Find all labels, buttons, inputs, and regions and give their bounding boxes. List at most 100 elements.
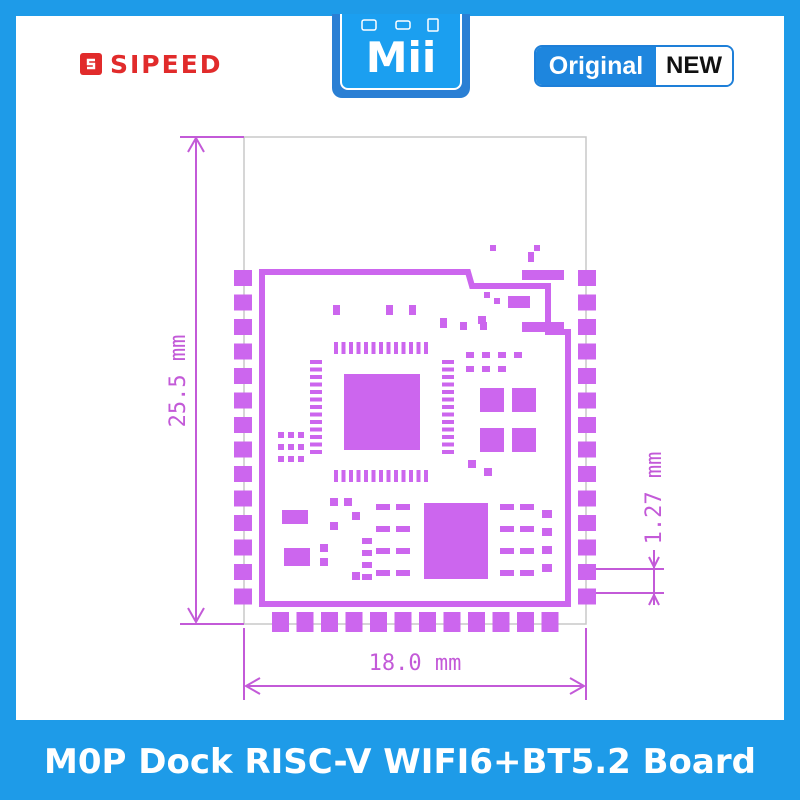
- passive-pad: [484, 468, 492, 476]
- soc-pin: [442, 412, 454, 417]
- edge-pad-right: [578, 490, 596, 507]
- passive-pad: [466, 352, 474, 358]
- soc-pin: [442, 360, 454, 364]
- array-pad: [376, 526, 390, 532]
- array-pad: [396, 526, 410, 532]
- soc-pin: [379, 470, 383, 482]
- array-pad: [520, 526, 534, 532]
- rf-pad: [480, 388, 504, 412]
- passive-pad: [514, 352, 522, 358]
- edge-pad-left: [234, 564, 252, 580]
- soc-pin: [386, 470, 391, 482]
- edge-pad-right: [578, 441, 596, 458]
- height-label: 25.5 mm: [166, 335, 191, 428]
- soc-pin: [310, 375, 322, 379]
- edge-pad-bottom: [370, 612, 387, 632]
- soc-pin: [442, 367, 454, 372]
- soc-pin: [386, 342, 391, 354]
- flash-chip: [424, 503, 488, 579]
- soc-pin: [401, 470, 406, 482]
- brand-name: SIPEED: [110, 49, 223, 79]
- passive-pad: [298, 456, 304, 462]
- antenna-pad: [508, 296, 530, 308]
- pitch-dimension: [596, 550, 664, 606]
- passive-pad: [330, 522, 338, 530]
- passive-pad: [330, 498, 338, 506]
- capacitor-pad: [282, 510, 308, 524]
- small-pad: [478, 316, 486, 324]
- soc-pin: [442, 397, 454, 402]
- edge-pad-right: [578, 294, 596, 311]
- passive-pad: [498, 352, 506, 358]
- soc-pin: [394, 470, 398, 482]
- soc-pin: [310, 435, 322, 439]
- edge-pad-bottom: [541, 612, 559, 632]
- soc-pin: [409, 342, 413, 354]
- passive-pad: [288, 456, 294, 462]
- passive-pad: [440, 318, 447, 328]
- soc-pin: [310, 412, 322, 417]
- height-dimension: [180, 135, 244, 625]
- soc-pin: [310, 442, 322, 447]
- array-pad: [396, 504, 410, 510]
- edge-pad-left: [234, 490, 252, 507]
- edge-pad-bottom: [321, 612, 338, 632]
- passive-pad: [480, 322, 487, 330]
- sipeed-logo-icon: [80, 53, 102, 75]
- array-pad: [520, 548, 534, 554]
- passive-pad: [298, 444, 304, 450]
- array-pad: [500, 570, 514, 576]
- edge-pad-bottom: [394, 612, 412, 632]
- soc-pin: [442, 450, 454, 454]
- array-pad: [542, 546, 552, 554]
- soc-pin: [341, 342, 346, 354]
- soc-pin: [416, 470, 421, 482]
- passive-pad: [466, 366, 474, 372]
- edge-pad-left: [234, 515, 252, 531]
- soc-pin: [442, 420, 454, 424]
- edge-pad-left: [234, 343, 252, 360]
- array-pad: [542, 528, 552, 536]
- edge-pad-left: [234, 270, 252, 286]
- pitch-label: 1.27 mm: [642, 452, 667, 545]
- width-dimension: [243, 628, 587, 700]
- soc-pin: [442, 375, 454, 379]
- edge-pad-left: [234, 392, 252, 409]
- soc-pin: [334, 342, 338, 354]
- board-icons: [361, 18, 439, 32]
- edge-pad-left: [234, 294, 252, 311]
- array-pad: [362, 550, 372, 556]
- soc-pin: [424, 342, 428, 354]
- array-pad: [500, 504, 514, 510]
- passive-pad: [320, 544, 328, 552]
- soc-pin: [310, 427, 322, 432]
- soc-pin: [442, 442, 454, 447]
- soc-pin: [356, 342, 361, 354]
- soc-pin: [341, 470, 346, 482]
- antenna-pad: [522, 270, 564, 280]
- soc-thermal-pad: [344, 374, 420, 450]
- soc-pin: [310, 450, 322, 454]
- edge-pad-right: [578, 319, 596, 335]
- edge-pad-right: [578, 564, 596, 580]
- soc-pin: [442, 435, 454, 439]
- array-pad: [376, 548, 390, 554]
- small-pad: [490, 245, 496, 251]
- soc-pin: [334, 470, 338, 482]
- passive-pad: [298, 432, 304, 438]
- edge-pad-left: [234, 319, 252, 335]
- edge-pad-left: [234, 588, 252, 605]
- passive-pad: [386, 305, 393, 315]
- edge-pad-bottom: [492, 612, 510, 632]
- array-pad: [500, 526, 514, 532]
- edge-pad-bottom: [296, 612, 314, 632]
- passive-pad: [468, 460, 476, 468]
- edge-pad-left: [234, 417, 252, 433]
- tag-original: Original: [536, 47, 656, 85]
- tag-new: NEW: [656, 47, 732, 85]
- edge-pad-left: [234, 368, 252, 384]
- array-pad: [376, 504, 390, 510]
- edge-pad-left: [234, 441, 252, 458]
- soc-pin: [379, 342, 383, 354]
- array-pad: [362, 538, 372, 544]
